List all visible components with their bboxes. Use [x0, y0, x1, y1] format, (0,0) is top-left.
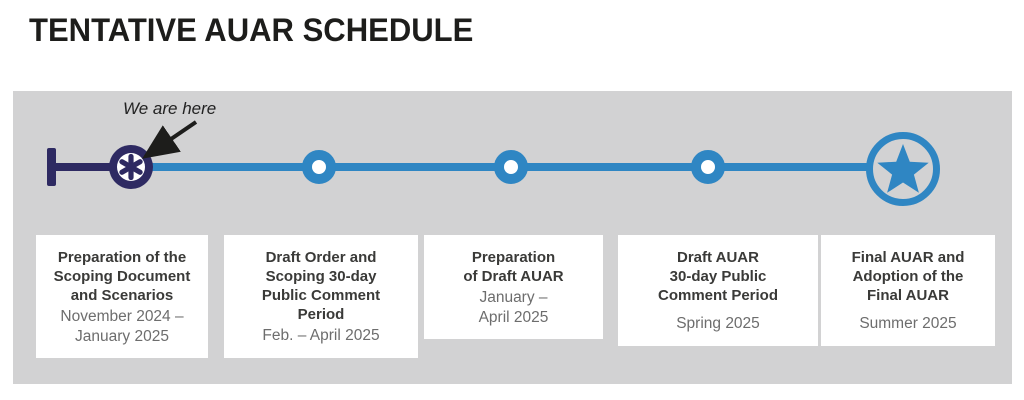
- milestone-title: Preparation of Draft AUAR: [463, 249, 564, 286]
- milestone-card: Draft Order and Scoping 30-day Public Co…: [224, 235, 418, 358]
- timeline-dot-icon: [691, 150, 725, 184]
- milestone-date: January – April 2025: [478, 289, 549, 326]
- milestone-date: Summer 2025: [859, 315, 957, 333]
- milestone-title: Draft AUAR 30-day Public Comment Period: [657, 249, 778, 305]
- timeline-dot-icon: [494, 150, 528, 184]
- milestone-card: Draft AUAR 30-day Public Comment Period …: [618, 235, 818, 346]
- milestone-date: November 2024 – January 2025: [60, 308, 184, 345]
- milestone-title: Final AUAR and Adoption of the Final AUA…: [851, 249, 965, 305]
- milestone-date: Spring 2025: [676, 315, 760, 333]
- timeline-panel: We are here Preparation of the Scoping D…: [13, 91, 1012, 384]
- milestone-title: Draft Order and Scoping 30-day Public Co…: [261, 249, 381, 324]
- milestone-date: Feb. – April 2025: [262, 327, 380, 345]
- star-icon: [877, 144, 929, 193]
- milestone-card: Preparation of the Scoping Document and …: [36, 235, 208, 359]
- milestone-card: Final AUAR and Adoption of the Final AUA…: [821, 235, 995, 346]
- timeline-segment-completed: [51, 163, 131, 171]
- star-final-marker: [866, 132, 940, 206]
- we-are-here-arrow-icon: [142, 120, 198, 159]
- asterisk-current-icon: [109, 145, 153, 189]
- page-title: TENTATIVE AUAR SCHEDULE: [29, 12, 474, 48]
- timeline-dot-icon: [302, 150, 336, 184]
- milestone-title: Preparation of the Scoping Document and …: [53, 249, 191, 305]
- milestone-card: Preparation of Draft AUAR January – Apri…: [424, 235, 603, 340]
- we-are-here-label: We are here: [123, 99, 217, 118]
